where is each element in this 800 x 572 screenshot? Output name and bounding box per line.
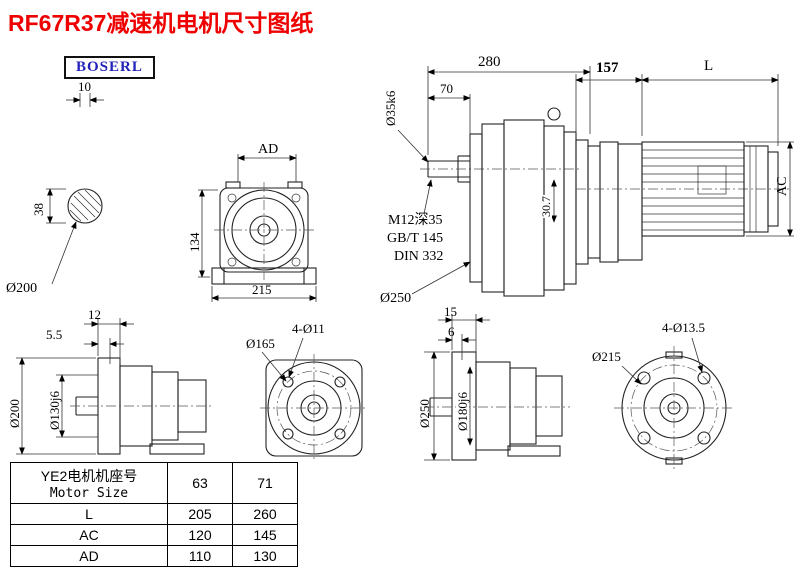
table-row-ad: AD 110 130 [10, 545, 298, 567]
gearbox-front-view [198, 154, 317, 302]
dim-bolts-4d135-label: 4-Ø13.5 [662, 320, 705, 335]
row-ac-value-71: 145 [232, 524, 298, 546]
motor-size-header-cn: YE2电机机座号 [40, 467, 138, 484]
table-header-row: YE2电机机座号 Motor Size 63 71 [10, 462, 298, 504]
flange-view-b-side [424, 314, 570, 461]
dim-ad-label: AD [258, 142, 279, 157]
dim-5-5-label: 5.5 [46, 327, 63, 342]
dim-bc-165-label: Ø165 [246, 336, 275, 351]
row-ad-value-63: 110 [167, 545, 233, 567]
dim-215-label: 215 [252, 282, 272, 297]
dim-flange-a-spigot-label: Ø130j6 [47, 391, 62, 430]
motor-size-table: YE2电机机座号 Motor Size 63 71 L 205 260 AC 1… [10, 462, 298, 567]
tap-note-din-label: DIN 332 [394, 249, 444, 264]
dim-keyway-width-label: 10 [78, 79, 91, 94]
row-l-value-71: 260 [232, 503, 298, 525]
dim-157-label: 157 [596, 60, 619, 76]
dim-280-label: 280 [478, 54, 501, 70]
dim-motor-length-label: L [704, 58, 714, 74]
dim-flange-a-od-label: Ø200 [7, 399, 22, 428]
size-63-cell: 63 [167, 462, 233, 504]
dim-ac-label: AC [775, 176, 790, 196]
tap-note-gbt-label: GB/T 145 [387, 231, 444, 246]
dim-70-label: 70 [440, 81, 453, 96]
dim-6-label: 6 [448, 324, 455, 339]
dim-134-label: 134 [187, 232, 202, 253]
size-71-cell: 71 [232, 462, 298, 504]
row-l-value-63: 205 [167, 503, 233, 525]
main-assembly-view [397, 66, 794, 297]
page-title: RF67R37减速机电机尺寸图纸 [8, 10, 314, 36]
row-ad-value-71: 130 [232, 545, 298, 567]
brand-logo: BOSERL [64, 56, 155, 79]
dim-flange-dia250-label: Ø250 [380, 291, 412, 306]
motor-size-header-en: Motor Size [49, 485, 129, 501]
row-ac-label: AC [10, 524, 168, 546]
flange-view-a-side [16, 318, 214, 455]
motor-size-header-cell: YE2电机机座号 Motor Size [10, 462, 168, 504]
dim-shaft-dia-label: Ø200 [6, 281, 38, 296]
table-row-ac: AC 120 145 [10, 524, 298, 546]
tap-note-m12-label: M12深35 [388, 213, 443, 228]
row-ad-label: AD [10, 545, 168, 567]
dim-30-7-label: 30.7 [539, 195, 553, 218]
dim-bolts-4d11-label: 4-Ø11 [292, 321, 325, 336]
row-l-label: L [10, 503, 168, 525]
dim-shaft-dia35-label: Ø35k6 [383, 90, 398, 126]
dim-15-label: 15 [444, 304, 457, 319]
shaft-section-view [46, 93, 104, 285]
flange-view-a-front [260, 337, 368, 462]
table-row-l: L 205 260 [10, 503, 298, 525]
dim-215b-label: Ø215 [592, 349, 621, 364]
flange-view-b-front [614, 337, 734, 470]
row-ac-value-63: 120 [167, 524, 233, 546]
dim-12-label: 12 [88, 307, 101, 322]
dim-flange-b-spigot-label: Ø180j6 [455, 391, 470, 432]
dim-shaft-height-label: 38 [31, 203, 46, 216]
dim-flange-b-od-label: Ø250 [417, 399, 432, 428]
